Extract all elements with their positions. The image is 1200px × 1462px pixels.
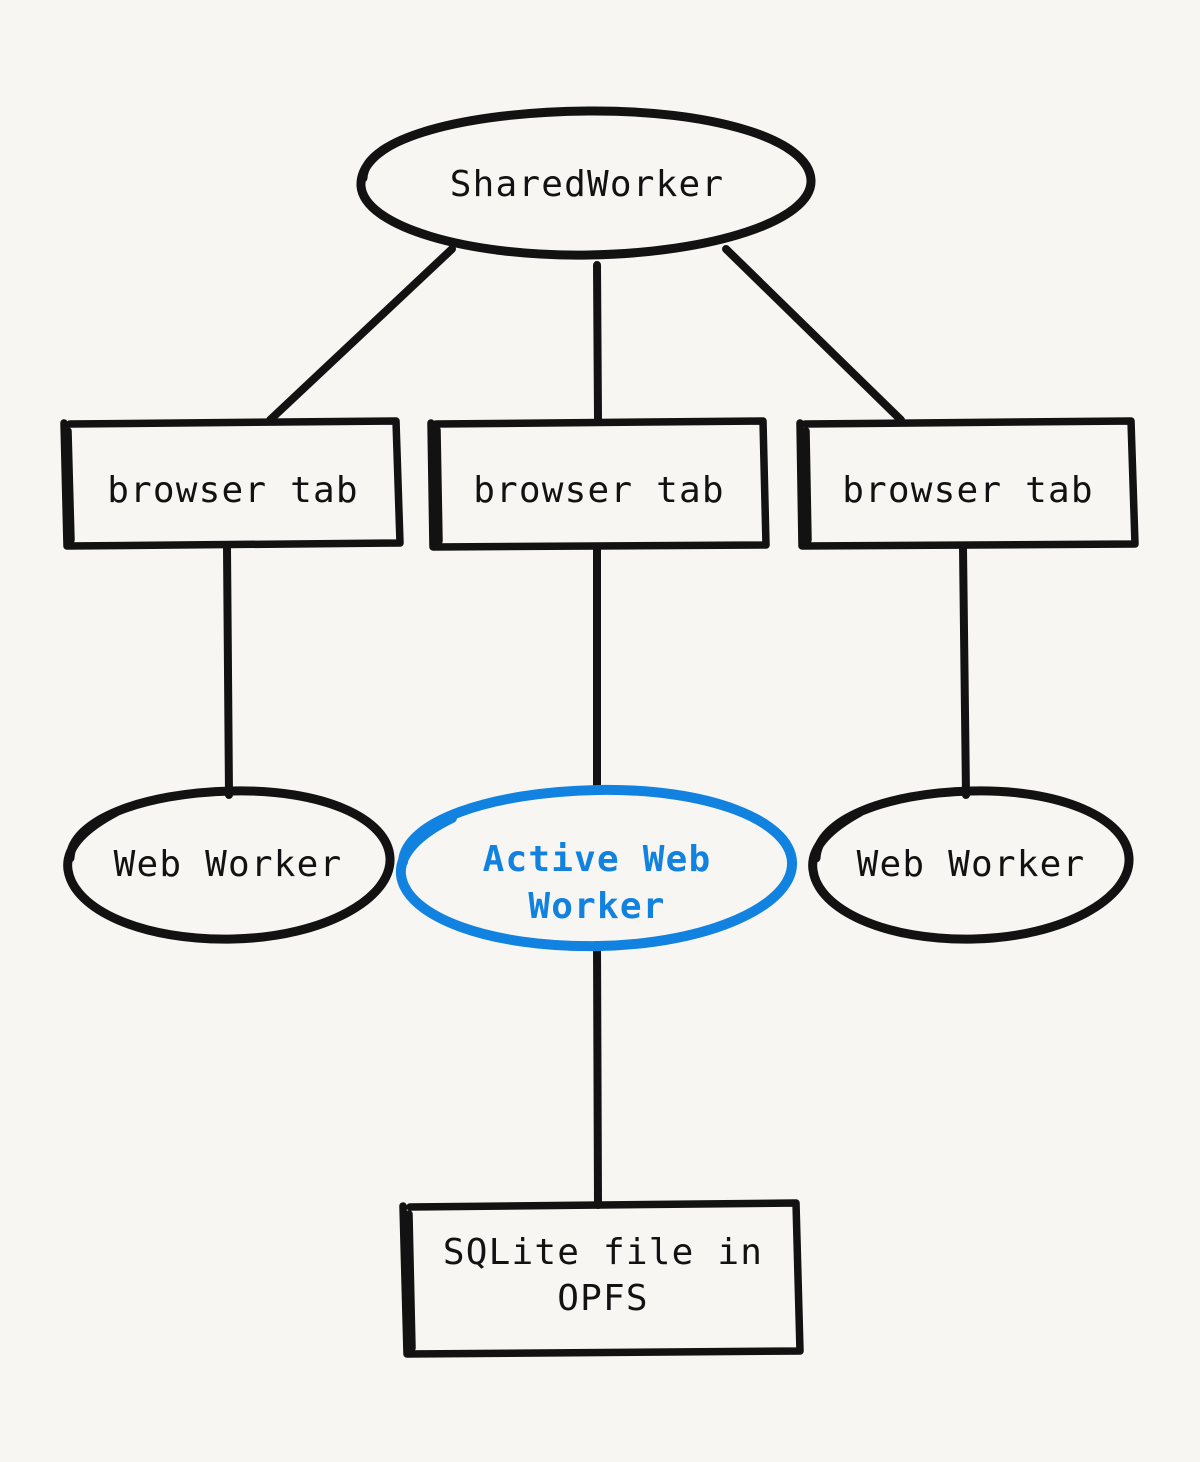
web-worker-left-label: Web Worker (114, 844, 343, 885)
node-shared-worker[interactable]: SharedWorker (356, 106, 816, 260)
edge-shared-to-tab-left (266, 245, 456, 424)
node-active-web-worker[interactable]: Active Web Worker (395, 784, 798, 952)
node-sqlite-opfs-file[interactable]: SQLite file in OPFS (399, 1199, 804, 1358)
node-browser-tab-left[interactable]: browser tab (60, 417, 404, 550)
browser-tab-left-outline (60, 417, 404, 550)
edge-tab-left-to-worker (223, 544, 233, 799)
browser-tab-middle-label: browser tab (473, 470, 725, 511)
edge-tab-right-to-worker (959, 544, 970, 799)
node-web-worker-left[interactable]: Web Worker (63, 786, 395, 944)
browser-tab-right-label: browser tab (842, 470, 1094, 511)
shared-worker-outline (356, 106, 816, 260)
edge-shared-to-tab-middle (593, 261, 602, 424)
browser-tab-middle-outline (427, 417, 770, 551)
browser-tab-right-outline (796, 417, 1139, 550)
web-worker-right-outline (808, 786, 1134, 944)
active-web-worker-outline (395, 784, 798, 952)
node-browser-tab-middle[interactable]: browser tab (427, 417, 770, 551)
sqlite-opfs-file-outline (399, 1199, 804, 1358)
browser-tab-left-label: browser tab (107, 470, 359, 511)
shared-worker-label: SharedWorker (450, 164, 725, 205)
edge-shared-to-tab-right (722, 245, 905, 424)
web-worker-left-outline (63, 786, 395, 944)
active-web-worker-label-line-2: Worker (528, 886, 665, 927)
connector-layer (223, 245, 970, 1209)
sqlite-opfs-file-label-line-2: OPFS (557, 1278, 649, 1319)
active-web-worker-label-line-1: Active Web (483, 839, 712, 880)
web-worker-right-label: Web Worker (857, 844, 1086, 885)
edge-active-worker-to-file (593, 941, 602, 1209)
node-web-worker-right[interactable]: Web Worker (808, 786, 1134, 944)
sqlite-opfs-file-label-line-1: SQLite file in (443, 1232, 763, 1273)
node-browser-tab-right[interactable]: browser tab (796, 417, 1139, 550)
